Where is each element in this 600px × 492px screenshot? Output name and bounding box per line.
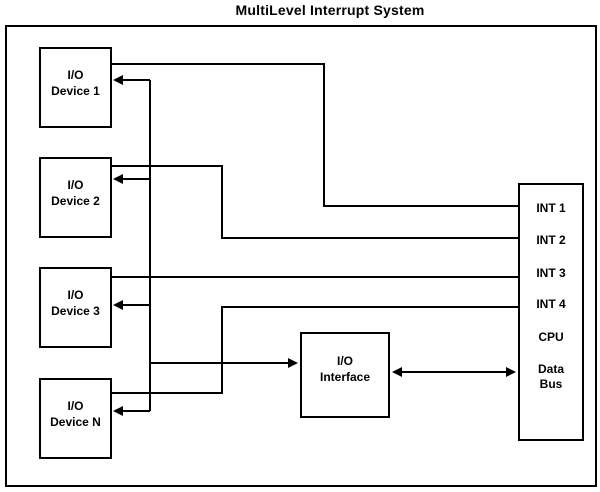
io-interface-label-line1: I/O: [336, 354, 353, 368]
cpu-port-int1: INT 1: [536, 201, 566, 215]
io-device-1-box: I/O Device 1: [39, 47, 112, 128]
io-device-n-label-line1: I/O: [67, 398, 84, 413]
io-device-2-box: I/O Device 2: [39, 157, 112, 238]
cpu-port-int4: INT 4: [536, 297, 566, 311]
cpu-port-int2: INT 2: [536, 233, 566, 247]
cpu-data-bus-label-line2: Bus: [539, 377, 563, 391]
cpu-data-bus-label-line1: Data: [537, 362, 564, 376]
io-device-n-label-line2: Device N: [50, 414, 101, 429]
cpu-port-int3: INT 3: [536, 266, 566, 280]
cpu-title-label: CPU: [538, 330, 564, 344]
io-device-2-label-line1: I/O: [67, 177, 84, 192]
io-interface-box: I/O Interface: [300, 332, 390, 418]
io-interface-label-line2: Interface: [319, 370, 371, 384]
io-device-2-label-line2: Device 2: [51, 193, 100, 208]
io-device-3-label-line2: Device 3: [51, 303, 100, 318]
io-device-3-label-line1: I/O: [67, 287, 84, 302]
io-device-1-label-line1: I/O: [67, 67, 84, 82]
io-device-3-box: I/O Device 3: [39, 267, 112, 348]
system-boundary: [5, 25, 597, 487]
cpu-box: INT 1 INT 2 INT 3 INT 4 CPU Data Bus: [518, 183, 584, 441]
diagram-title: MultiLevel Interrupt System: [235, 2, 425, 18]
io-device-1-label-line2: Device 1: [51, 83, 100, 98]
io-device-n-box: I/O Device N: [39, 378, 112, 459]
